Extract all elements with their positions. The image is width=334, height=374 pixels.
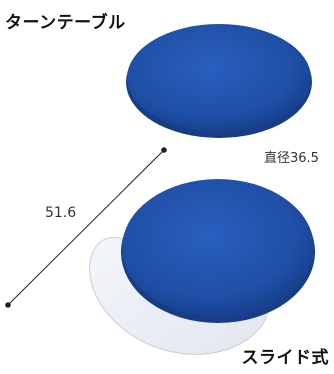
- length-dimension-end-bottom: [5, 302, 11, 308]
- slide-disc: [122, 179, 314, 317]
- turntable-disc: [127, 24, 311, 132]
- slide-type-title: スライド式: [241, 348, 329, 368]
- diameter-label: 直径36.5: [264, 151, 319, 166]
- length-dimension-line: [7, 149, 165, 306]
- length-label: 51.6: [45, 205, 77, 221]
- turntable-title: ターンテーブル: [5, 13, 126, 33]
- length-dimension-end-top: [161, 147, 167, 153]
